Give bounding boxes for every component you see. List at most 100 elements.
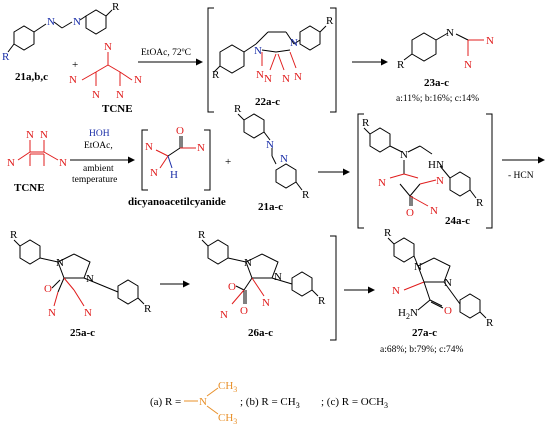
atom-r: R [212,69,220,81]
conditions-2a: HOH [89,129,110,139]
atom-n: N [104,41,112,53]
atom-n: N [254,45,262,57]
footer-a-text: (a) R = [150,396,181,408]
compound-25-label: 25a-c [70,327,95,339]
compound-26-structure: N N O O N N R R [198,229,326,321]
conditions-2d: temperature [72,175,117,185]
minus-hcn-label: - HCN [508,171,534,181]
atom-n: N [84,307,92,319]
atom-n: N [264,73,272,85]
atom-r: R [476,197,484,209]
compound-27-label: 27a-c [412,327,437,339]
atom-o: O [176,125,184,137]
atom-n: N [280,153,288,165]
atom-n: N [92,89,100,101]
atom-r: R [384,227,392,239]
atom-n: N [414,261,422,273]
compound-23-label: 23a-c [424,77,449,89]
atom-r: R [302,189,310,201]
plus-sign: + [225,156,231,168]
atom-n: N [400,149,408,161]
atom-o: O [444,305,452,317]
footer-ch3-top: CH3 [218,380,237,394]
compound-24-label: 24a-c [445,215,470,227]
compound-22-structure: N N N N N N R R [212,15,334,85]
atom-n: N [444,277,452,289]
footer-b-text: ; (b) R = CH3 [240,396,300,410]
atom-n: N [486,35,494,47]
atom-n: N [26,129,34,141]
atom-r: R [112,1,120,13]
atom-n: N [59,157,67,169]
conditions-2b: EtOAc, [84,141,113,151]
atom-r: R [486,317,494,329]
compound-21-label: 21a,b,c [15,71,48,83]
atom-n: N [86,273,94,285]
footer-c-text: ; (c) R = OCH3 [321,396,388,410]
atom-o: O [406,207,414,219]
atom-n: N [150,167,158,179]
atom-n: N [220,309,228,321]
atom-n: N [56,257,64,269]
atom-r: R [362,117,370,129]
atom-n: N [262,297,270,309]
atom-o: O [228,281,236,293]
atom-r: R [326,15,334,27]
atom-r: R [198,229,206,241]
conditions-1: EtOAc, 72ºC [141,48,191,58]
atom-n: N [69,74,77,86]
compound-21-structure-2: N N R R [234,103,310,201]
atom-n: N [256,69,264,81]
footer-legend: (a) R = N CH3 CH3 ; (b) R = CH3 ; (c) R … [150,380,388,426]
plus-sign: + [72,59,78,71]
atom-n: N [197,142,205,154]
atom-n: N [430,205,438,217]
atom-n: N [7,157,15,169]
atom-n: N [294,71,302,83]
compound-21-label-2: 21a-c [258,201,283,213]
dicyano-structure: O N N N H [145,125,205,181]
atom-n: N [436,175,444,187]
atom-h: H [170,169,178,181]
atom-hn: HN [428,159,444,171]
atom-o: O [44,283,52,295]
atom-n: N [266,139,274,151]
atom-r: R [144,303,152,315]
atom-r: R [397,59,405,71]
atom-n: N [392,285,400,297]
atom-r: R [2,51,10,63]
atom-n: N [47,16,55,28]
atom-n: N [282,73,290,85]
compound-27-structure: N N N O H2N R R [384,227,494,329]
tcne-structure-2: N N N N [7,129,67,169]
atom-n: N [378,177,386,189]
atom-n: N [446,27,454,39]
atom-n: N [290,37,298,49]
compound-21-structure: N N R R [2,1,120,63]
yield-27: a:68%; b:79%; c:74% [380,345,463,355]
atom-n: N [274,271,282,283]
atom-n: N [134,74,142,86]
atom-r: R [318,295,326,307]
atom-n: N [48,307,56,319]
atom-n: N [116,89,124,101]
atom-n: N [145,141,153,153]
atom-h2n: H2N [398,307,418,321]
dicyano-label: dicyanoacetilcyanide [128,196,226,208]
atom-n: N [464,59,472,71]
compound-26-label: 26a-c [248,327,273,339]
atom-o: O [240,305,248,317]
footer-n: N [199,396,207,408]
atom-r: R [234,103,242,115]
atom-n: N [40,129,48,141]
atom-n: N [73,16,81,28]
atom-n: N [244,257,252,269]
footer-ch3-bottom: CH3 [218,412,237,426]
atom-r: R [10,229,18,241]
compound-25-structure: N N O N N R R [10,229,152,319]
tcne-structure-1: N N N N N [69,41,142,101]
compound-23-structure: N N N R [397,27,494,71]
compound-22-label: 22a-c [255,96,280,108]
